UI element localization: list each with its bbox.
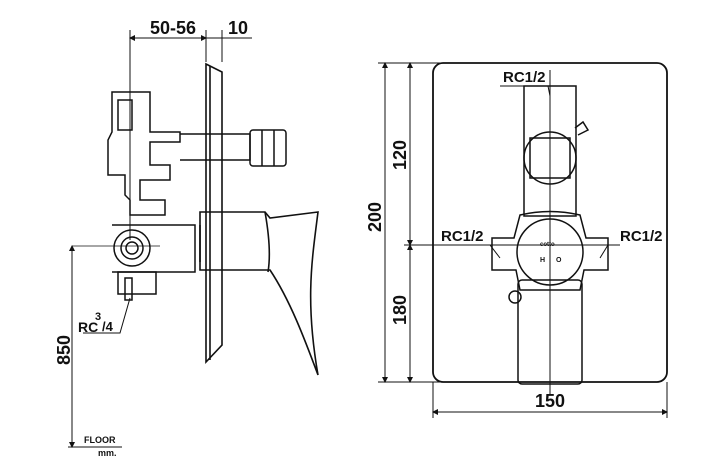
- cover-plate-side: [205, 62, 223, 365]
- dimension-depth: [129, 30, 252, 240]
- dim-width-label: 150: [535, 391, 565, 411]
- floor-label: FLOOR: [84, 435, 116, 445]
- dim-lower-label: 180: [390, 295, 410, 325]
- outlet-label-sup: 3: [95, 311, 101, 323]
- outlet-label: RC 3 /4: [78, 311, 114, 335]
- dim-height-label: 850: [54, 335, 74, 365]
- dim-total-height-label: 200: [365, 202, 385, 232]
- hot-marker: H: [540, 257, 545, 264]
- dim-plate-label: 10: [228, 18, 248, 38]
- dim-upper-label: 120: [390, 140, 410, 170]
- cold-marker: O: [556, 257, 562, 264]
- valve-body-side: [107, 91, 287, 301]
- outlet-label-sub: /4: [102, 319, 114, 334]
- unit-label: mm.: [98, 448, 117, 458]
- brand-logo: cotto: [540, 242, 555, 248]
- side-view: 50-56 10: [54, 18, 319, 458]
- lever-handle-side: [199, 211, 319, 376]
- dimension-height: [68, 245, 131, 448]
- front-view: 200 120 180 150 cotto H O RC1/2 RC1/2 RC…: [365, 62, 668, 418]
- port-leaders: [440, 85, 620, 259]
- port-left-label: RC1/2: [441, 228, 484, 245]
- inlet-fitting: [72, 229, 160, 267]
- front-dimensions: [378, 62, 668, 418]
- dim-depth-label: 50-56: [150, 18, 196, 38]
- port-top-label: RC1/2: [503, 69, 546, 86]
- port-right-label: RC1/2: [620, 228, 663, 245]
- outlet-label-main: RC: [78, 319, 98, 335]
- valve-body-front: [491, 85, 609, 385]
